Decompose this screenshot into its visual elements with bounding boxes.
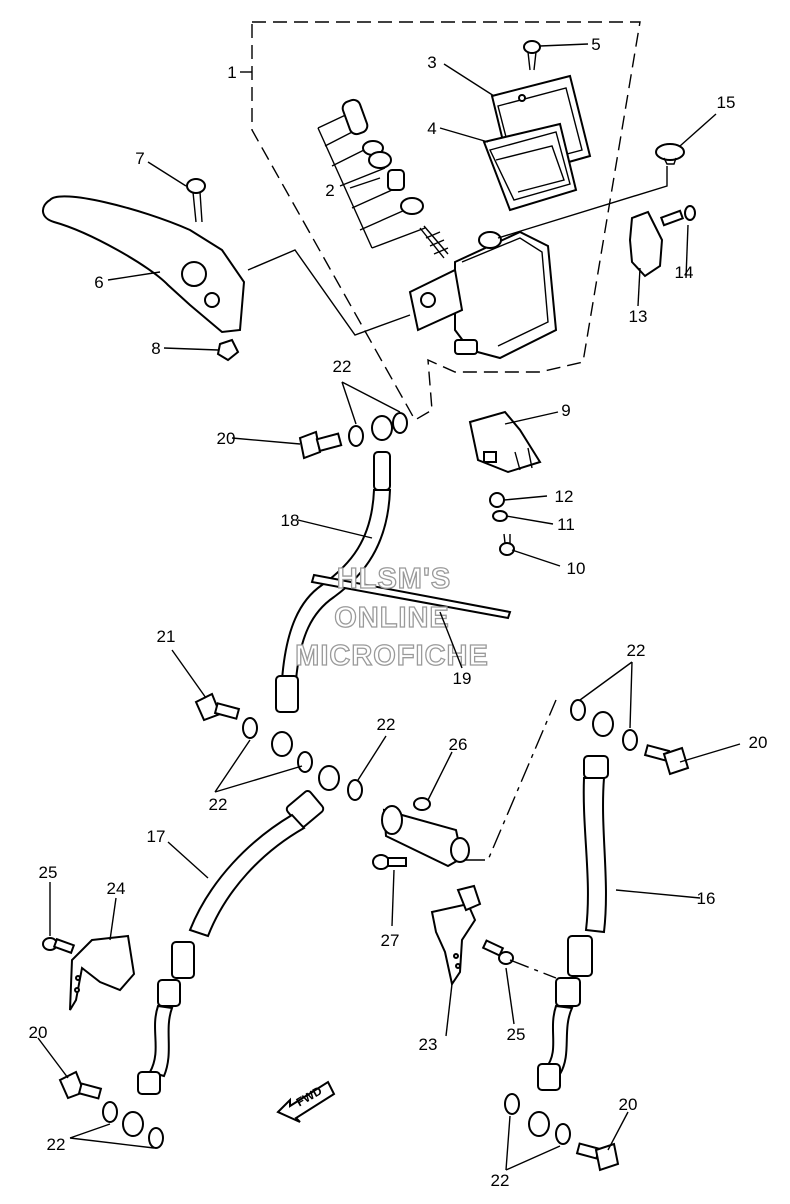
bracket-leader <box>509 959 557 979</box>
callout-26: 26 <box>449 735 468 754</box>
union-bolt-top <box>298 430 343 460</box>
watermark-line-2: ONLINE <box>334 602 450 634</box>
callout-3: 3 <box>427 53 436 72</box>
brake-hose-3 <box>528 711 614 1137</box>
washer <box>297 751 313 773</box>
union-bolt-bottom-right <box>575 1142 620 1172</box>
callout-8: 8 <box>151 339 160 358</box>
hose-clamp-rod <box>310 573 512 620</box>
callout-23: 23 <box>419 1035 438 1054</box>
callout-19: 19 <box>453 669 472 688</box>
lever-leader <box>247 249 411 336</box>
callout-22: 22 <box>491 1171 510 1190</box>
callout-22: 22 <box>333 357 352 376</box>
master-cylinder-body <box>408 230 558 360</box>
joint-bolt <box>372 854 407 870</box>
callout-22: 22 <box>47 1135 66 1154</box>
brake-hose-joint <box>381 797 470 868</box>
switch-screw <box>499 533 515 556</box>
callout-15: 15 <box>717 93 736 112</box>
washer <box>504 1093 520 1115</box>
switch-washer <box>489 492 505 508</box>
callout-7: 7 <box>135 149 144 168</box>
callout-27: 27 <box>381 931 400 950</box>
bracket-bolt-right <box>481 939 514 965</box>
assembly-dashed-boundary <box>251 21 641 421</box>
piston-kit <box>317 98 449 259</box>
bracket-bolt-left <box>42 937 76 955</box>
watermark-line-1: HLSM'S <box>337 563 451 595</box>
callout-13: 13 <box>629 307 648 326</box>
brake-lever <box>42 195 246 334</box>
callout-25: 25 <box>39 863 58 882</box>
union-bolt-bottom-left <box>58 1070 103 1100</box>
union-bolt-left <box>194 692 241 722</box>
mirror-holder-clamp <box>628 210 664 278</box>
callout-17: 17 <box>147 827 166 846</box>
cap-leader <box>497 166 668 239</box>
callout-20: 20 <box>749 733 768 752</box>
callout-24: 24 <box>107 879 126 898</box>
washer <box>555 1123 571 1145</box>
callout-20: 20 <box>217 429 236 448</box>
washer <box>102 1101 118 1123</box>
brake-hose-2 <box>122 765 340 1137</box>
bolt-cap <box>655 143 685 165</box>
callout-6: 6 <box>94 273 103 292</box>
washer <box>148 1127 164 1149</box>
washer <box>347 779 363 801</box>
lever-pivot-bolt <box>186 178 206 223</box>
callout-1: 1 <box>227 63 236 82</box>
callout-22: 22 <box>627 641 646 660</box>
callout-9: 9 <box>561 401 570 420</box>
callout-25: 25 <box>507 1025 526 1044</box>
callout-21: 21 <box>157 627 176 646</box>
holder-bolt <box>659 205 696 227</box>
lever-nut <box>216 338 240 362</box>
watermark-line-3: MICROFICHE <box>295 640 489 672</box>
switch-spring-washer <box>492 510 508 522</box>
washer <box>348 425 364 447</box>
washer <box>570 699 586 721</box>
callout-11: 11 <box>557 515 575 534</box>
forward-arrow-icon: FWD <box>276 1080 336 1123</box>
brake-light-switch <box>468 410 542 474</box>
cap-screw <box>523 40 541 71</box>
washer <box>242 717 258 739</box>
hose-holder-bracket <box>69 934 136 1011</box>
callout-5: 5 <box>591 35 600 54</box>
callout-labels: 1 2 3 4 5 6 7 8 9 10 11 12 13 14 15 16 1… <box>29 35 768 1190</box>
washer <box>392 412 408 434</box>
callout-2: 2 <box>325 181 334 200</box>
callout-10: 10 <box>567 559 586 578</box>
callout-4: 4 <box>427 119 436 138</box>
callout-12: 12 <box>555 487 574 506</box>
washer <box>622 729 638 751</box>
callout-22: 22 <box>377 715 396 734</box>
callout-16: 16 <box>697 889 716 908</box>
hose-guide-bracket <box>430 884 482 987</box>
union-bolt-right <box>643 744 690 776</box>
reservoir-diaphragm <box>482 122 578 212</box>
callout-18: 18 <box>281 511 300 530</box>
callout-22: 22 <box>209 795 228 814</box>
joint-leader <box>465 699 557 861</box>
callout-20: 20 <box>619 1095 638 1114</box>
callout-20: 20 <box>29 1023 48 1042</box>
callout-14: 14 <box>675 263 694 282</box>
leader-lines <box>37 43 741 1171</box>
